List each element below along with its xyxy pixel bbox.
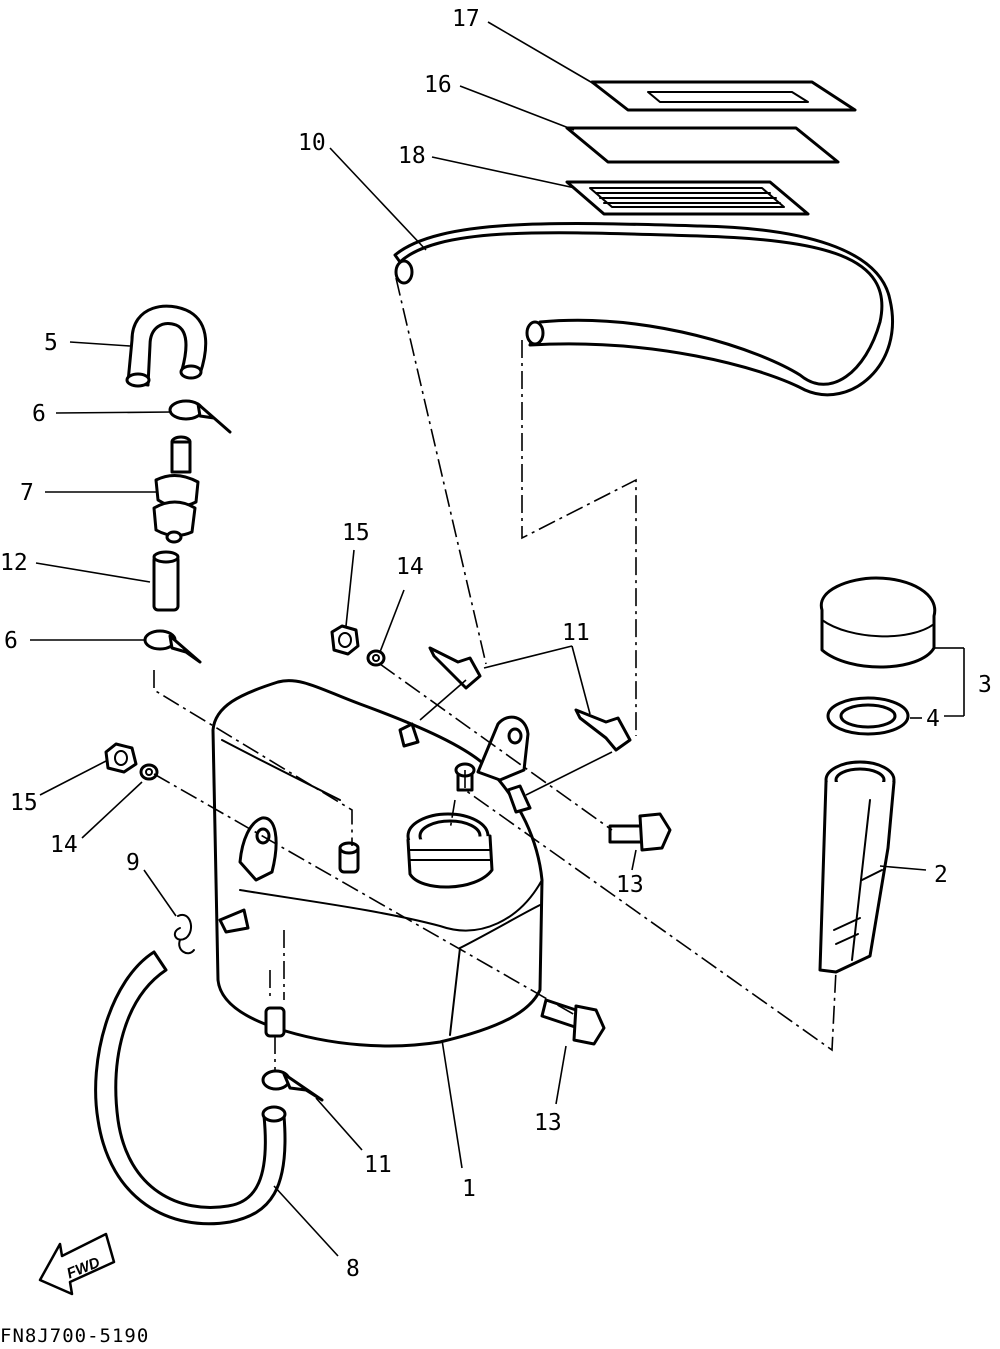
part-1-oil-tank xyxy=(211,679,544,1048)
callout-14-lower: 14 xyxy=(50,832,78,858)
part-14-washer-upper xyxy=(366,649,386,667)
part-18-grille-plate xyxy=(565,180,810,216)
callout-12: 12 xyxy=(0,550,28,576)
callout-1: 1 xyxy=(462,1176,476,1202)
fwd-arrow: FWD xyxy=(38,1232,116,1296)
callout-18: 18 xyxy=(398,143,426,169)
callout-10: 10 xyxy=(298,130,326,156)
callout-11-lower: 11 xyxy=(364,1152,392,1178)
part-12-short-hose xyxy=(152,550,180,612)
callout-labels: 17 16 18 10 5 6 7 12 6 15 14 11 3 4 2 15… xyxy=(0,6,992,1282)
part-7-check-valve xyxy=(152,435,200,544)
callout-11-upper: 11 xyxy=(562,620,590,646)
callout-14-upper: 14 xyxy=(396,554,424,580)
part-15-nut-lower xyxy=(104,742,138,774)
callout-7: 7 xyxy=(20,480,34,506)
part-4-gasket xyxy=(826,696,910,736)
part-8-drain-hose xyxy=(94,950,287,1226)
part-6-hose-clip-top xyxy=(168,399,232,434)
part-11-clip-lower xyxy=(261,1069,324,1102)
part-15-nut-upper xyxy=(330,624,360,656)
callout-leaders xyxy=(30,21,965,1257)
callout-13-upper: 13 xyxy=(616,872,644,898)
callout-13-lower: 13 xyxy=(534,1110,562,1136)
part-2-filler-strainer xyxy=(818,760,896,974)
callout-2: 2 xyxy=(934,862,948,888)
part-13-bolt-lower xyxy=(540,998,606,1046)
part-11-clip-upper-right xyxy=(574,708,632,752)
part-9-wire-clip xyxy=(173,913,195,955)
callout-15-upper: 15 xyxy=(342,520,370,546)
callout-17: 17 xyxy=(452,6,480,32)
callout-3: 3 xyxy=(978,672,992,698)
callout-16: 16 xyxy=(424,72,452,98)
part-6-hose-clip-lower xyxy=(143,629,202,664)
part-10-breather-hose xyxy=(393,222,894,397)
part-14-washer-lower xyxy=(139,763,159,781)
part-5-bent-hose xyxy=(125,304,208,388)
part-13-bolt-upper xyxy=(608,812,672,852)
callout-6-lower: 6 xyxy=(4,628,18,654)
callout-6-upper: 6 xyxy=(32,401,46,427)
callout-15-lower: 15 xyxy=(10,790,38,816)
part-11-clip-upper-left xyxy=(428,646,482,690)
callout-8: 8 xyxy=(346,1256,360,1282)
part-3-tank-cap xyxy=(819,576,937,669)
callout-5: 5 xyxy=(44,330,58,356)
callout-9: 9 xyxy=(126,850,140,876)
assembly-lines xyxy=(153,277,837,1070)
part-16-plate xyxy=(565,126,840,164)
drawing-code: FN8J700-5190 xyxy=(0,1325,149,1347)
callout-4: 4 xyxy=(926,706,940,732)
part-17-plate xyxy=(590,80,857,112)
